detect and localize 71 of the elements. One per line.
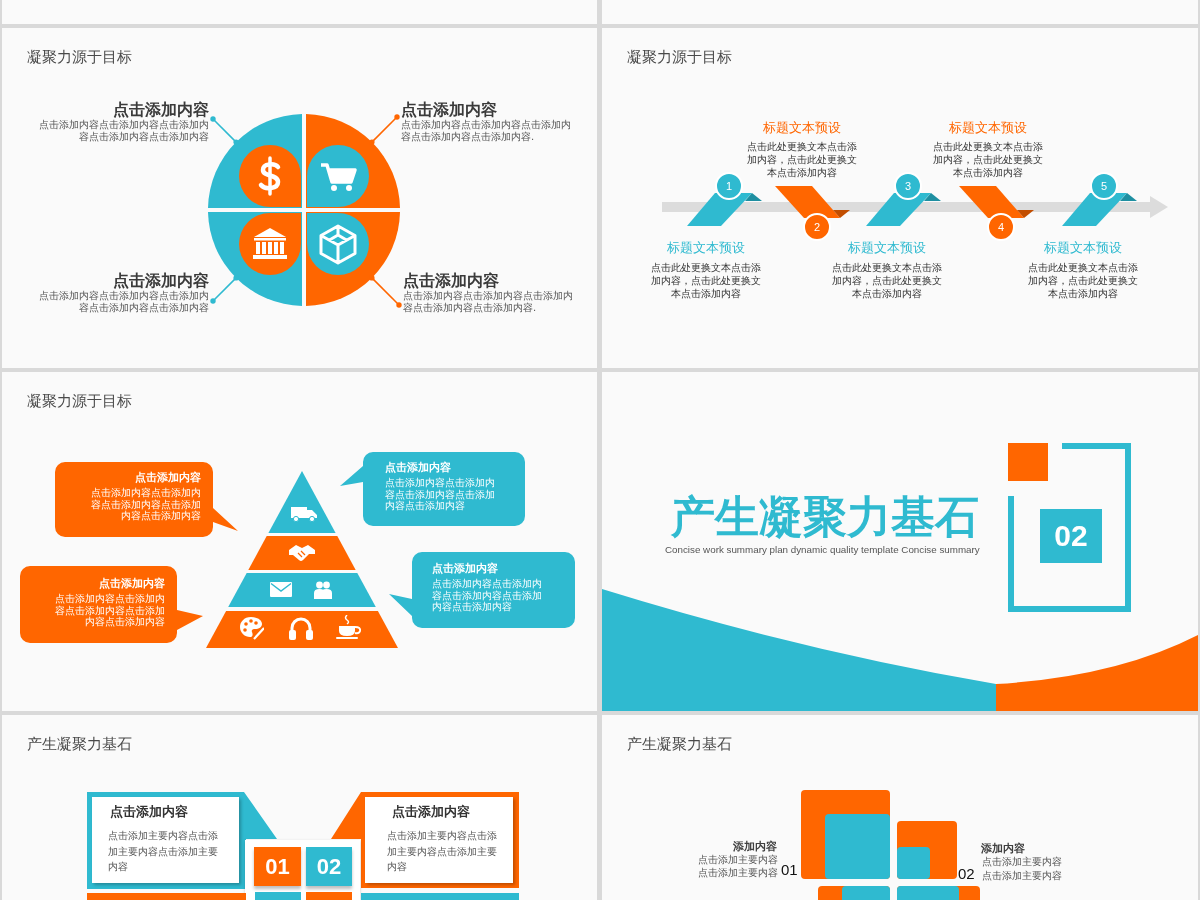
body-text: 点击添加主要内容点击添加主要内容 — [697, 853, 778, 879]
slide-panel — [2, 28, 597, 368]
text-card — [92, 797, 239, 883]
heading: 点击添加内容 — [99, 577, 165, 591]
step-description: 点击此处更换文本点击添加内容，点击此处更换文本点击添加内容 — [650, 261, 762, 300]
heading: 点击添加内容 — [432, 562, 498, 576]
heading: 点击添加内容 — [113, 101, 209, 118]
heading: 点击添加内容 — [385, 461, 451, 475]
step-description: 点击此处更换文本点击添加内容，点击此处更换文本点击添加内容 — [932, 140, 1044, 179]
slide-panel — [602, 372, 1198, 711]
slide-panel — [602, 715, 1198, 900]
slide-panel — [602, 28, 1198, 368]
leader-line — [210, 275, 239, 304]
slide-title: 凝聚力源于目标 — [627, 48, 732, 66]
wave-band — [996, 635, 1198, 711]
section-title: 产生凝聚力基石 — [671, 493, 979, 541]
slide-title: 产生凝聚力基石 — [627, 735, 732, 753]
leader-line — [369, 114, 400, 145]
slide-panel — [2, 0, 597, 24]
slide-title: 凝聚力源于目标 — [27, 392, 132, 410]
number-tile: 02 — [1040, 509, 1102, 563]
wave-band — [602, 587, 996, 711]
body-text: 点击添加内容点击添加内容点击添加内容点击添加内容点击添加内容 — [38, 119, 209, 142]
slide-panel — [2, 715, 597, 900]
heading: 点击添加内容 — [392, 804, 470, 820]
step-title: 标题文本预设 — [1044, 240, 1122, 255]
body-text: 点击添加内容点击添加内容点击添加内容点击添加内容点击添加内容. — [403, 290, 574, 313]
body-text: 点击添加内容点击添加内容点击添加内容点击添加内容点击添加内容 — [385, 477, 496, 512]
step-title: 标题文本预设 — [848, 240, 926, 255]
heading: 添加内容 — [981, 842, 1025, 855]
subtitle: Concise work summary plan dynamic quality template Concise summary — [665, 544, 980, 556]
body-text: 点击添加内容点击添加内容点击添加内容点击添加内容点击添加内容 — [432, 578, 543, 613]
slide-title: 产生凝聚力基石 — [27, 735, 132, 753]
body-text: 点击添加内容点击添加内容点击添加内容点击添加内容点击添加内容 — [38, 290, 209, 313]
number-tile: 01 — [254, 847, 301, 886]
leader-line — [210, 116, 239, 145]
step-marker: 4 — [987, 213, 1015, 241]
number-tile: 02 — [306, 847, 352, 886]
step-title: 标题文本预设 — [667, 240, 745, 255]
body-text: 点击添加内容点击添加内容点击添加内容点击添加内容点击添加内容 — [54, 593, 165, 628]
slide-panel — [2, 372, 597, 711]
speech-bubble — [389, 552, 575, 628]
body-text: 点击添加内容点击添加内容点击添加内容点击添加内容点击添加内容. — [401, 119, 572, 142]
slide-panel — [602, 0, 1198, 24]
body-text: 点击添加主要内容点击添加主要内容点击添加主要内容 — [387, 829, 498, 874]
heading: 点击添加内容 — [110, 804, 188, 820]
step-description: 点击此处更换文本点击添加内容，点击此处更换文本点击添加内容 — [831, 261, 943, 300]
text-card — [365, 797, 513, 883]
leader-line — [369, 275, 402, 308]
heading: 点击添加内容 — [403, 272, 499, 289]
speech-bubble — [55, 462, 238, 537]
step-marker: 5 — [1090, 172, 1118, 200]
heading: 点击添加内容 — [135, 471, 201, 485]
step-number: 02 — [958, 865, 975, 882]
slide-title: 凝聚力源于目标 — [27, 48, 132, 66]
body-text: 点击添加主要内容点击添加主要内容点击添加主要内容 — [108, 829, 219, 874]
step-title: 标题文本预设 — [763, 120, 841, 135]
heading: 点击添加内容 — [401, 101, 497, 118]
step-description: 点击此处更换文本点击添加内容，点击此处更换文本点击添加内容 — [1027, 261, 1139, 300]
step-title: 标题文本预设 — [949, 120, 1027, 135]
step-description: 点击此处更换文本点击添加内容，点击此处更换文本点击添加内容 — [746, 140, 858, 179]
heading: 点击添加内容 — [113, 272, 209, 289]
step-marker: 1 — [715, 172, 743, 200]
speech-bubble — [20, 566, 203, 643]
body-text: 点击添加主要内容点击添加主要内容 — [982, 855, 1063, 882]
heading: 添加内容 — [733, 840, 777, 853]
body-text: 点击添加内容点击添加内容点击添加内容点击添加内容点击添加内容 — [90, 487, 201, 522]
step-number: 01 — [781, 861, 798, 878]
step-marker: 2 — [803, 213, 831, 241]
speech-bubble — [340, 452, 525, 526]
step-marker: 3 — [894, 172, 922, 200]
